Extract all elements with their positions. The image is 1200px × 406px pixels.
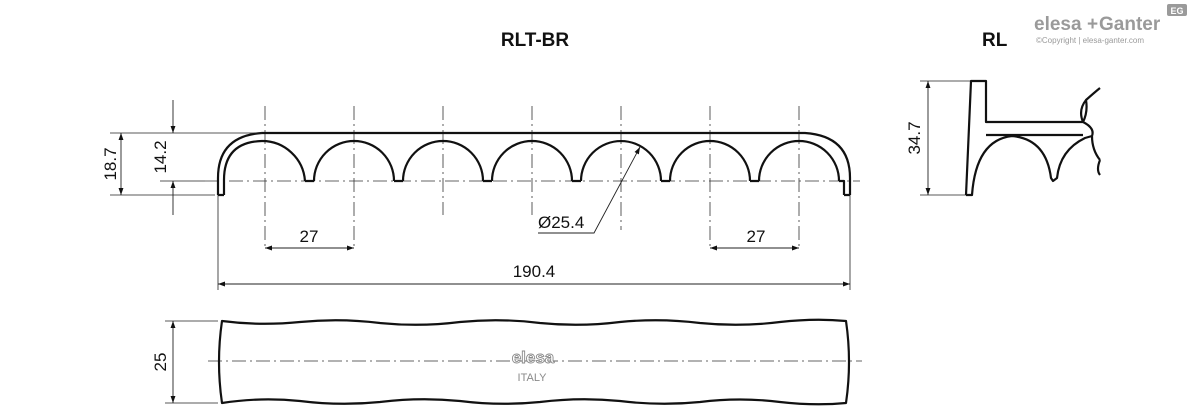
brand-logo-plus: +	[1087, 14, 1098, 35]
side-view: 34.7	[905, 79, 1102, 197]
front-view-title: RLT-BR	[501, 30, 570, 51]
brand-badge: EG	[1170, 6, 1183, 16]
rack-profile	[216, 131, 852, 197]
dim-height-arc: 14.2	[151, 140, 170, 173]
side-view-title: RL	[982, 30, 1008, 51]
dim-side-height: 34.7	[905, 121, 924, 154]
brand-logo-left: elesa	[1034, 14, 1082, 35]
dim-diameter: Ø25.4	[538, 213, 584, 232]
front-view: 18.7 14.2 27 27 Ø25.4 190.4	[101, 100, 860, 290]
top-view: 25 elesa ITALY	[151, 318, 862, 406]
dim-pitch-left: 27	[300, 227, 319, 246]
brand-copyright: ©Copyright | elesa-ganter.com	[1036, 36, 1144, 45]
brand-badge-box	[1167, 4, 1187, 16]
brand-logo-right: Ganter	[1099, 14, 1161, 35]
dim-line-diameter	[538, 146, 641, 234]
dim-height-total: 18.7	[101, 147, 120, 180]
dim-length: 190.4	[513, 262, 556, 281]
dim-width: 25	[151, 353, 170, 372]
top-origin-mark: ITALY	[518, 372, 548, 384]
side-profile	[964, 79, 1102, 197]
top-outline	[217, 318, 851, 406]
brand-logo: elesa + Ganter EG ©Copyright | elesa-gan…	[1034, 4, 1187, 45]
front-cell-centers	[264, 106, 800, 250]
top-brand-mark: elesa	[512, 348, 555, 367]
dim-pitch-right: 27	[747, 227, 766, 246]
